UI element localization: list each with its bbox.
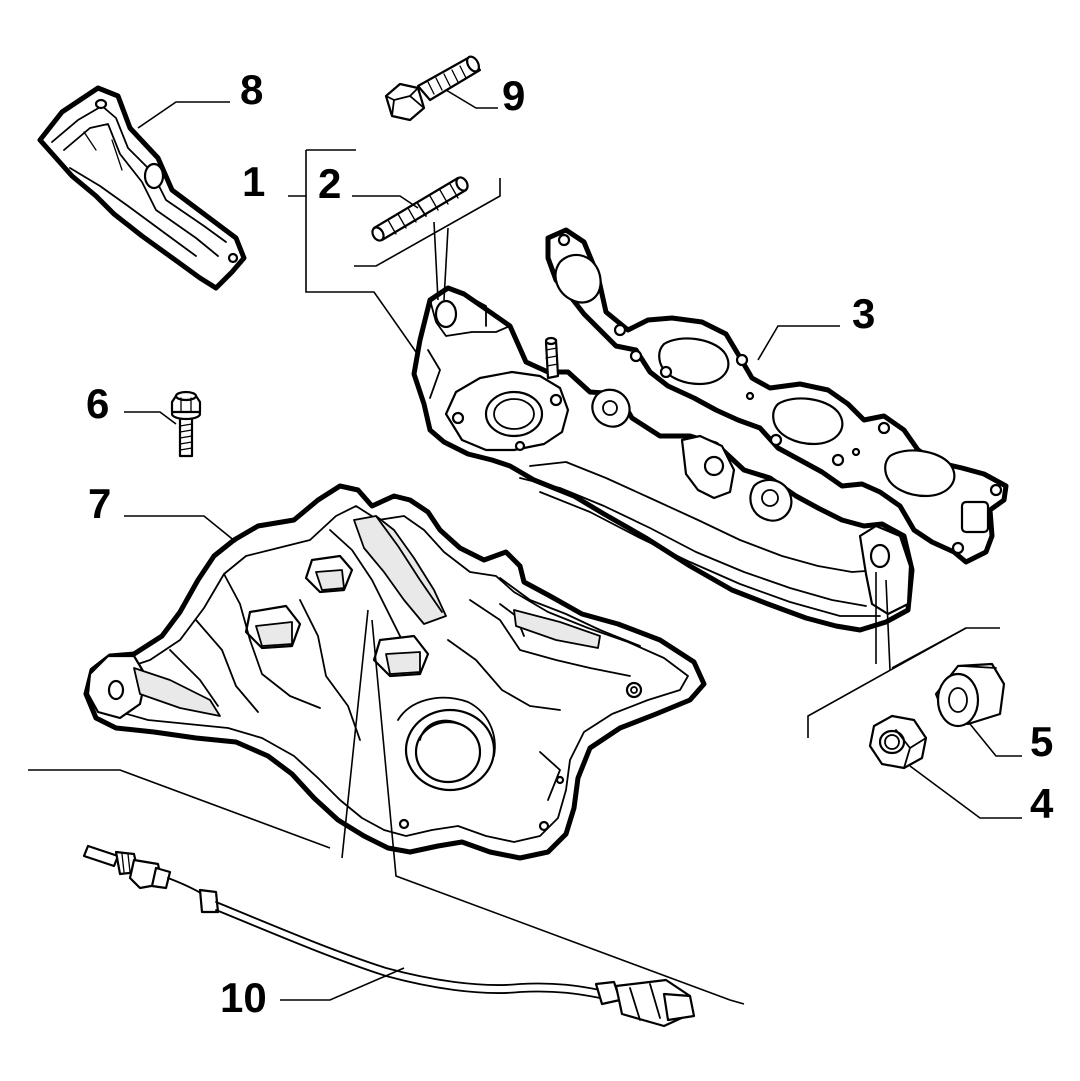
- callout-4: 4: [1030, 780, 1054, 827]
- callout-labels: 1 2 3 4 5 6 7 8 9 10: [86, 66, 1054, 1021]
- callout-10: 10: [220, 974, 267, 1021]
- part-2-stud: [371, 176, 469, 242]
- part-6-flange-bolt: [170, 390, 202, 458]
- callout-7: 7: [88, 480, 111, 527]
- part-9-hex-bolt: [384, 55, 482, 122]
- callout-9: 9: [502, 72, 525, 119]
- callout-2: 2: [318, 160, 341, 207]
- part-3-gasket: [545, 227, 1009, 565]
- leader-lines: [28, 89, 1022, 1005]
- part-4-hex-nut: [868, 714, 928, 770]
- callout-1: 1: [242, 158, 265, 205]
- part-10-sensor-cable: [82, 844, 696, 1028]
- part-8-bracket: [37, 85, 247, 291]
- callout-5: 5: [1030, 718, 1053, 765]
- part-1-exhaust-manifold: [411, 285, 915, 633]
- part-7-heat-shield: [83, 483, 707, 861]
- part-5-spacer: [934, 662, 1006, 728]
- callout-3: 3: [852, 290, 875, 337]
- callout-8: 8: [240, 66, 263, 113]
- callout-6: 6: [86, 380, 109, 427]
